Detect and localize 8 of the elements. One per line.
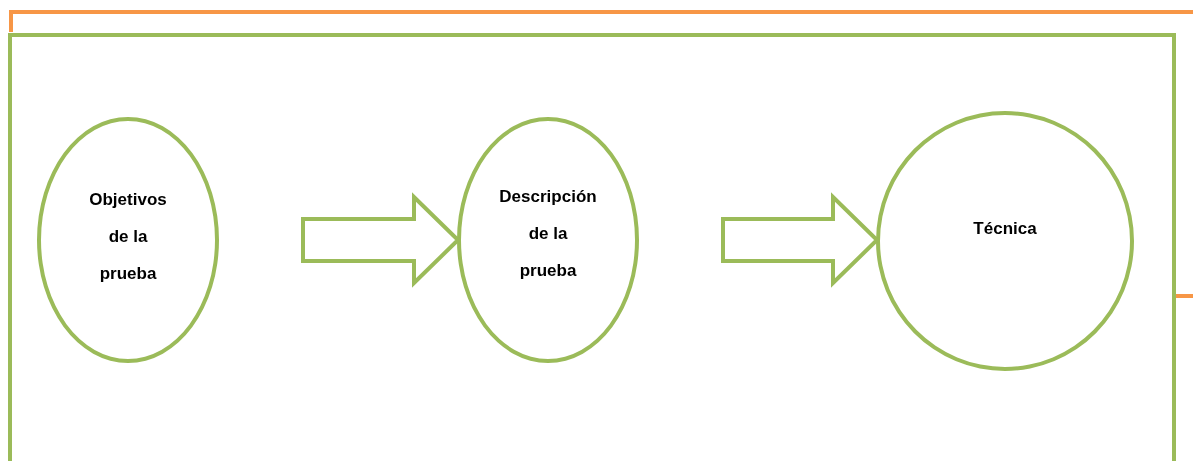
circle-node [876, 111, 1134, 371]
block-arrow [301, 192, 461, 288]
node-label: Objetivos de la prueba [88, 189, 168, 285]
node-label: Técnica [973, 218, 1037, 240]
circle-node [37, 117, 219, 363]
circle-node [457, 117, 639, 363]
block-arrow [721, 192, 880, 288]
node-label: Descripción de la prueba [498, 186, 598, 282]
